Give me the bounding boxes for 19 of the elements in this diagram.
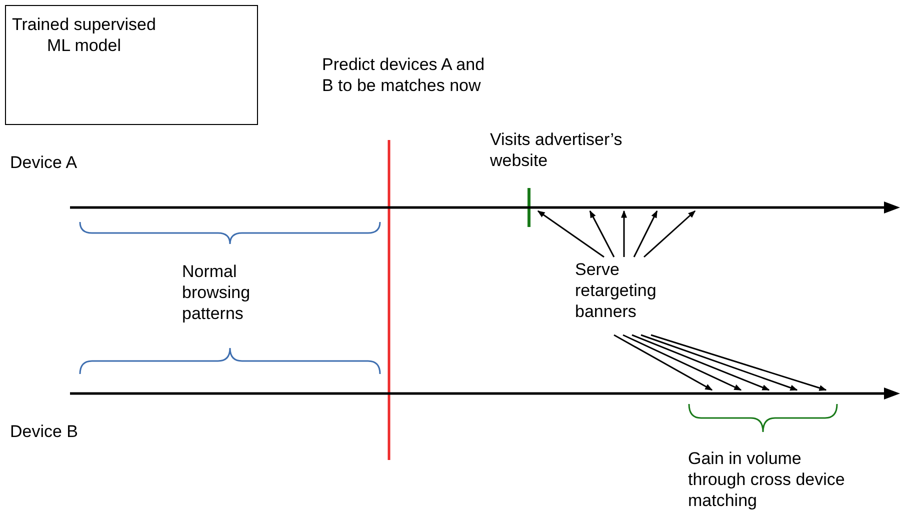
device-label: Device B — [10, 421, 78, 442]
model-box — [5, 5, 258, 125]
annotation-text: Gain in volume through cross device matching — [688, 448, 846, 511]
arrow — [640, 334, 798, 391]
arrow — [622, 334, 742, 391]
arrow — [644, 210, 696, 258]
arrow — [650, 334, 827, 391]
annotation-text: Normal browsing patterns — [182, 261, 252, 324]
arrow — [621, 210, 627, 257]
annotation-text: Visits advertiser’s website — [490, 129, 624, 171]
arrow — [589, 210, 615, 258]
arrow — [614, 334, 713, 391]
arrow — [537, 210, 604, 258]
arrow — [632, 334, 770, 391]
device-label: Device A — [10, 152, 78, 173]
annotation-text: Serve retargeting banners — [575, 259, 675, 333]
box-label: Trained supervised ML model — [11, 14, 157, 56]
arrow — [633, 210, 658, 258]
annotation-text: Predict devices A and B to be matches now — [322, 54, 486, 96]
